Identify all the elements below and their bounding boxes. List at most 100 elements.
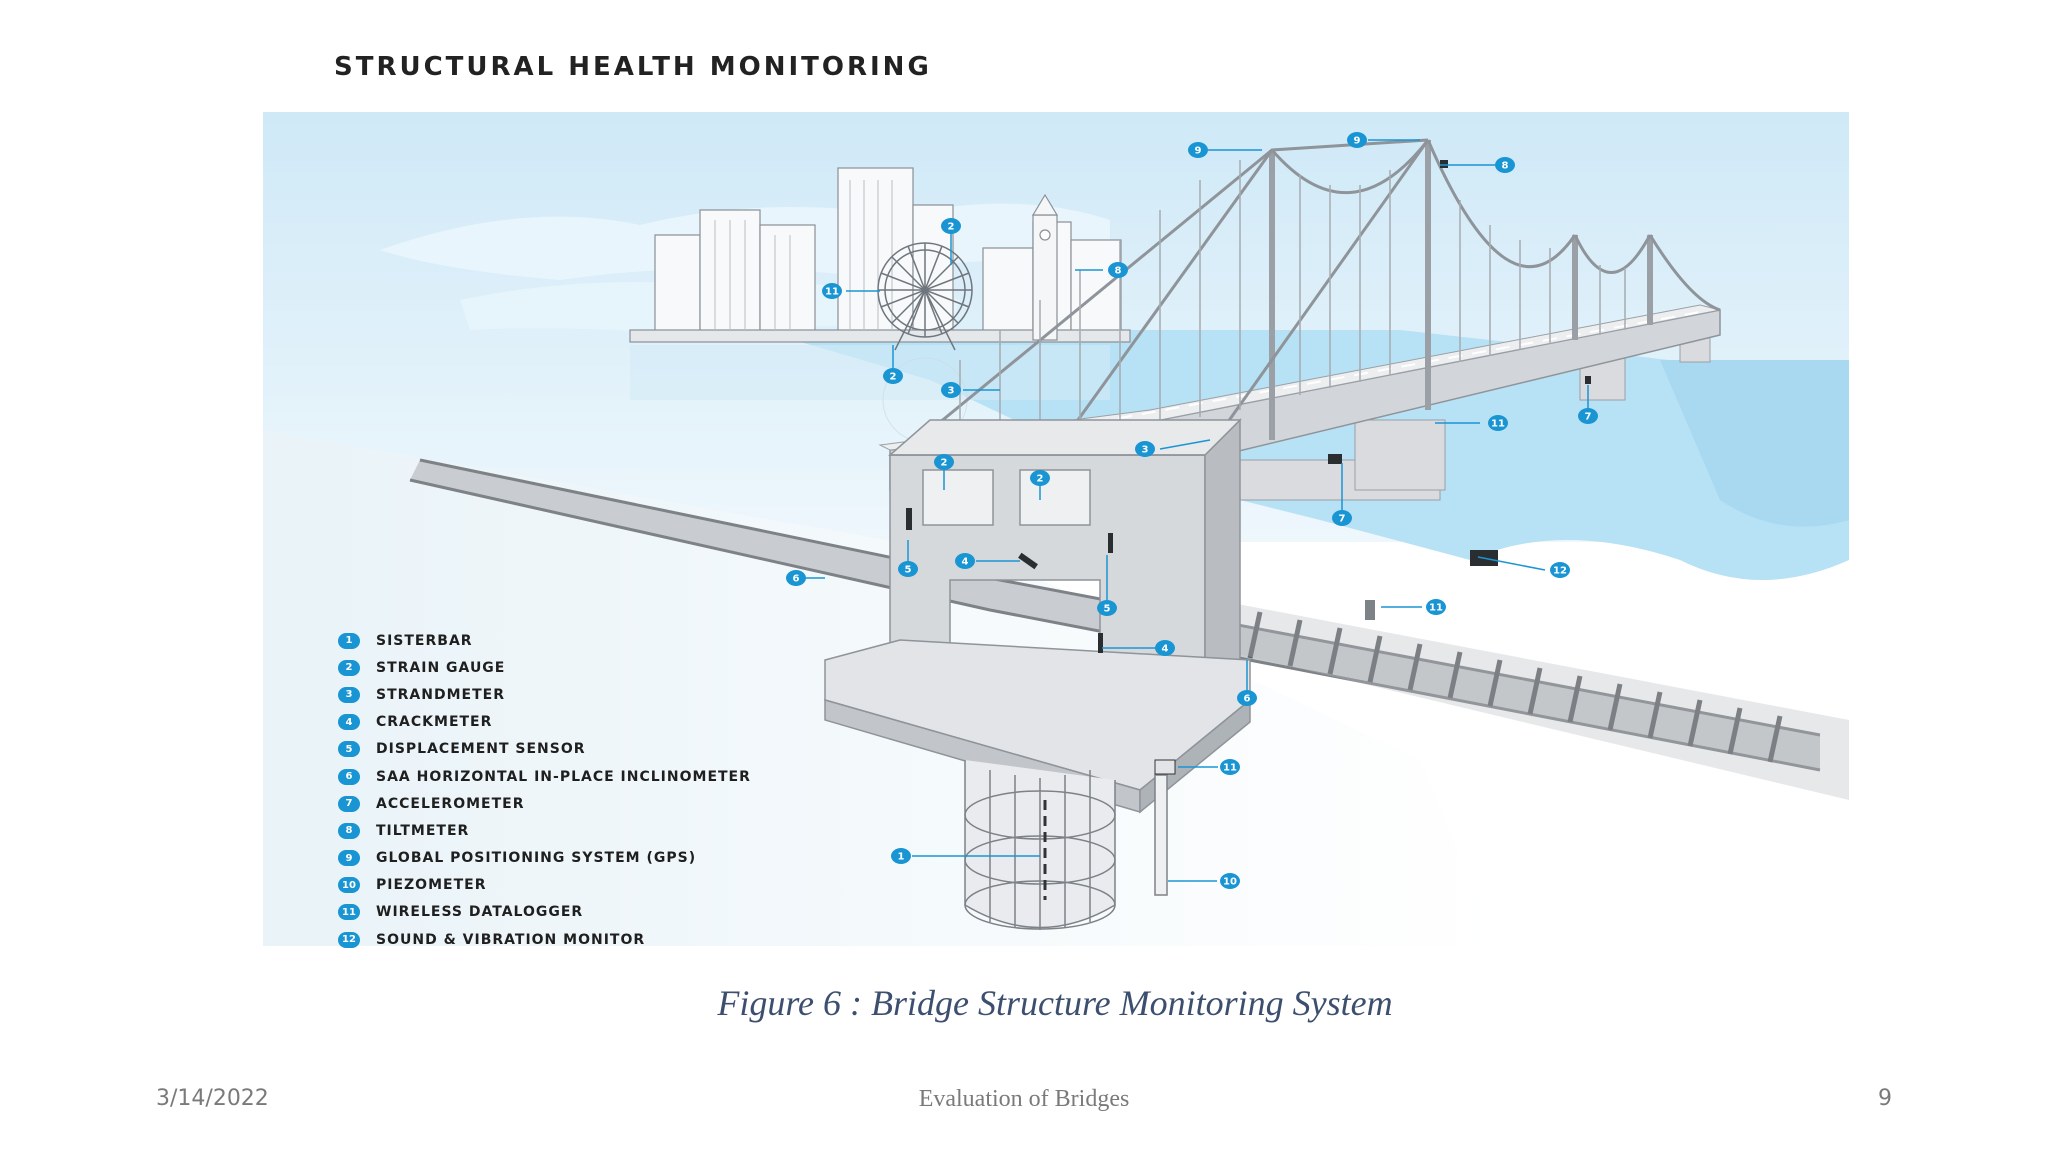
callout-number: 4 [962, 557, 969, 568]
legend-number-badge: 3 [338, 686, 360, 703]
legend-number-badge: 1 [338, 632, 360, 649]
callout-number: 11 [1491, 419, 1505, 430]
callout-number: 7 [1585, 412, 1592, 423]
legend-item: 8 TILTMETER [338, 817, 778, 844]
legend-label: SISTERBAR [376, 632, 473, 649]
callout-badge: 5 [898, 561, 918, 577]
city-reflection [630, 345, 1110, 400]
callout-number: 3 [948, 386, 955, 397]
legend-item: 3 STRANDMETER [338, 681, 778, 708]
legend-item: 1 SISTERBAR [338, 627, 778, 654]
callout-badge: 2 [1030, 470, 1050, 486]
callout-badge: 4 [955, 553, 975, 569]
diagram-title: STRUCTURAL HEALTH MONITORING [334, 52, 932, 82]
callout-number: 5 [1104, 604, 1111, 615]
callout-badge: 7 [1332, 510, 1352, 526]
legend-number-badge: 9 [338, 850, 360, 867]
legend-number-badge: 8 [338, 822, 360, 839]
piezometer-tube [1154, 774, 1168, 896]
callout-badge: 11 [1426, 599, 1446, 615]
legend-number-badge: 12 [338, 931, 360, 948]
legend-number-badge: 11 [338, 904, 360, 921]
callout-badge: 2 [883, 368, 903, 384]
callout-number: 4 [1162, 644, 1169, 655]
callout-badge: 9 [1347, 132, 1367, 148]
legend-label: GLOBAL POSITIONING SYSTEM (GPS) [376, 850, 697, 867]
callout-badge: 6 [786, 570, 806, 586]
callout-badge: 12 [1550, 562, 1570, 578]
legend-number-badge: 5 [338, 741, 360, 758]
bridge-cables [899, 138, 1721, 561]
callout-number: 6 [1244, 694, 1251, 705]
legend-number-badge: 6 [338, 768, 360, 785]
callout-number: 10 [1223, 877, 1237, 888]
legend-label: TILTMETER [376, 822, 470, 839]
legend-label: STRANDMETER [376, 686, 505, 703]
callout-number: 11 [1223, 763, 1237, 774]
far-piers [1229, 329, 1711, 501]
callout-number: 11 [825, 287, 839, 298]
legend-item: 11 WIRELESS DATALOGGER [338, 899, 778, 926]
callout-number: 6 [793, 574, 800, 585]
legend-item: 7 ACCELEROMETER [338, 790, 778, 817]
footer-title: Evaluation of Bridges [918, 1086, 1130, 1112]
legend-item: 5 DISPLACEMENT SENSOR [338, 736, 778, 763]
legend-number-badge: 7 [338, 795, 360, 812]
callout-badge: 3 [941, 382, 961, 398]
callout-badge: 4 [1155, 640, 1175, 656]
legend-label: DISPLACEMENT SENSOR [376, 741, 586, 758]
callout-badge: 8 [1495, 157, 1515, 173]
bridge-towers [1269, 140, 1653, 440]
figure-caption: Figure 6 : Bridge Structure Monitoring S… [717, 983, 1393, 1023]
window-lines [714, 180, 893, 330]
hanger-cables [959, 160, 1626, 455]
callout-number: 9 [1195, 146, 1202, 157]
caisson [964, 760, 1116, 930]
callout-badge: 5 [1097, 600, 1117, 616]
callout-number: 5 [905, 565, 912, 576]
callout-badge: 1 [891, 848, 911, 864]
callout-number: 2 [1037, 474, 1044, 485]
callout-badge: 2 [934, 454, 954, 470]
callout-badge: 7 [1578, 408, 1598, 424]
callout-number: 3 [1142, 445, 1149, 456]
footer-page-number: 9 [1878, 1086, 1892, 1111]
legend-label: PIEZOMETER [376, 877, 487, 894]
legend-item: 10 PIEZOMETER [338, 872, 778, 899]
callout-number: 1 [898, 852, 905, 863]
legend-label: ACCELEROMETER [376, 795, 525, 812]
legend-item: 12 SOUND & VIBRATION MONITOR [338, 926, 778, 953]
callout-number: 9 [1354, 136, 1361, 147]
legend-label: SAA HORIZONTAL IN-PLACE INCLINOMETER [376, 768, 751, 785]
callout-badge: 8 [1108, 262, 1128, 278]
legend-label: SOUND & VIBRATION MONITOR [376, 931, 646, 948]
legend-label: CRACKMETER [376, 714, 493, 731]
callout-badge: 9 [1188, 142, 1208, 158]
callout-badge: 10 [1220, 873, 1240, 889]
callout-badge: 2 [941, 218, 961, 234]
callout-number: 8 [1115, 266, 1122, 277]
callout-badge: 11 [1488, 415, 1508, 431]
callout-leaders [796, 139, 1589, 882]
callout-number: 12 [1553, 566, 1567, 577]
legend-item: 6 SAA HORIZONTAL IN-PLACE INCLINOMETER [338, 763, 778, 790]
clock-tower [1031, 193, 1059, 341]
callout-badge: 6 [1237, 690, 1257, 706]
callout-badge: 11 [1220, 759, 1240, 775]
callout-number: 7 [1339, 514, 1346, 525]
legend-label: STRAIN GAUGE [376, 659, 506, 676]
footer-date: 3/14/2022 [156, 1086, 269, 1111]
legend-label: WIRELESS DATALOGGER [376, 904, 584, 921]
callout-number: 2 [948, 222, 955, 233]
callout-badge: 3 [1135, 441, 1155, 457]
callout-badge: 11 [822, 283, 842, 299]
legend-number-badge: 10 [338, 877, 360, 894]
callout-number: 2 [941, 458, 948, 469]
callout-number: 2 [890, 372, 897, 383]
legend-item: 9 GLOBAL POSITIONING SYSTEM (GPS) [338, 845, 778, 872]
